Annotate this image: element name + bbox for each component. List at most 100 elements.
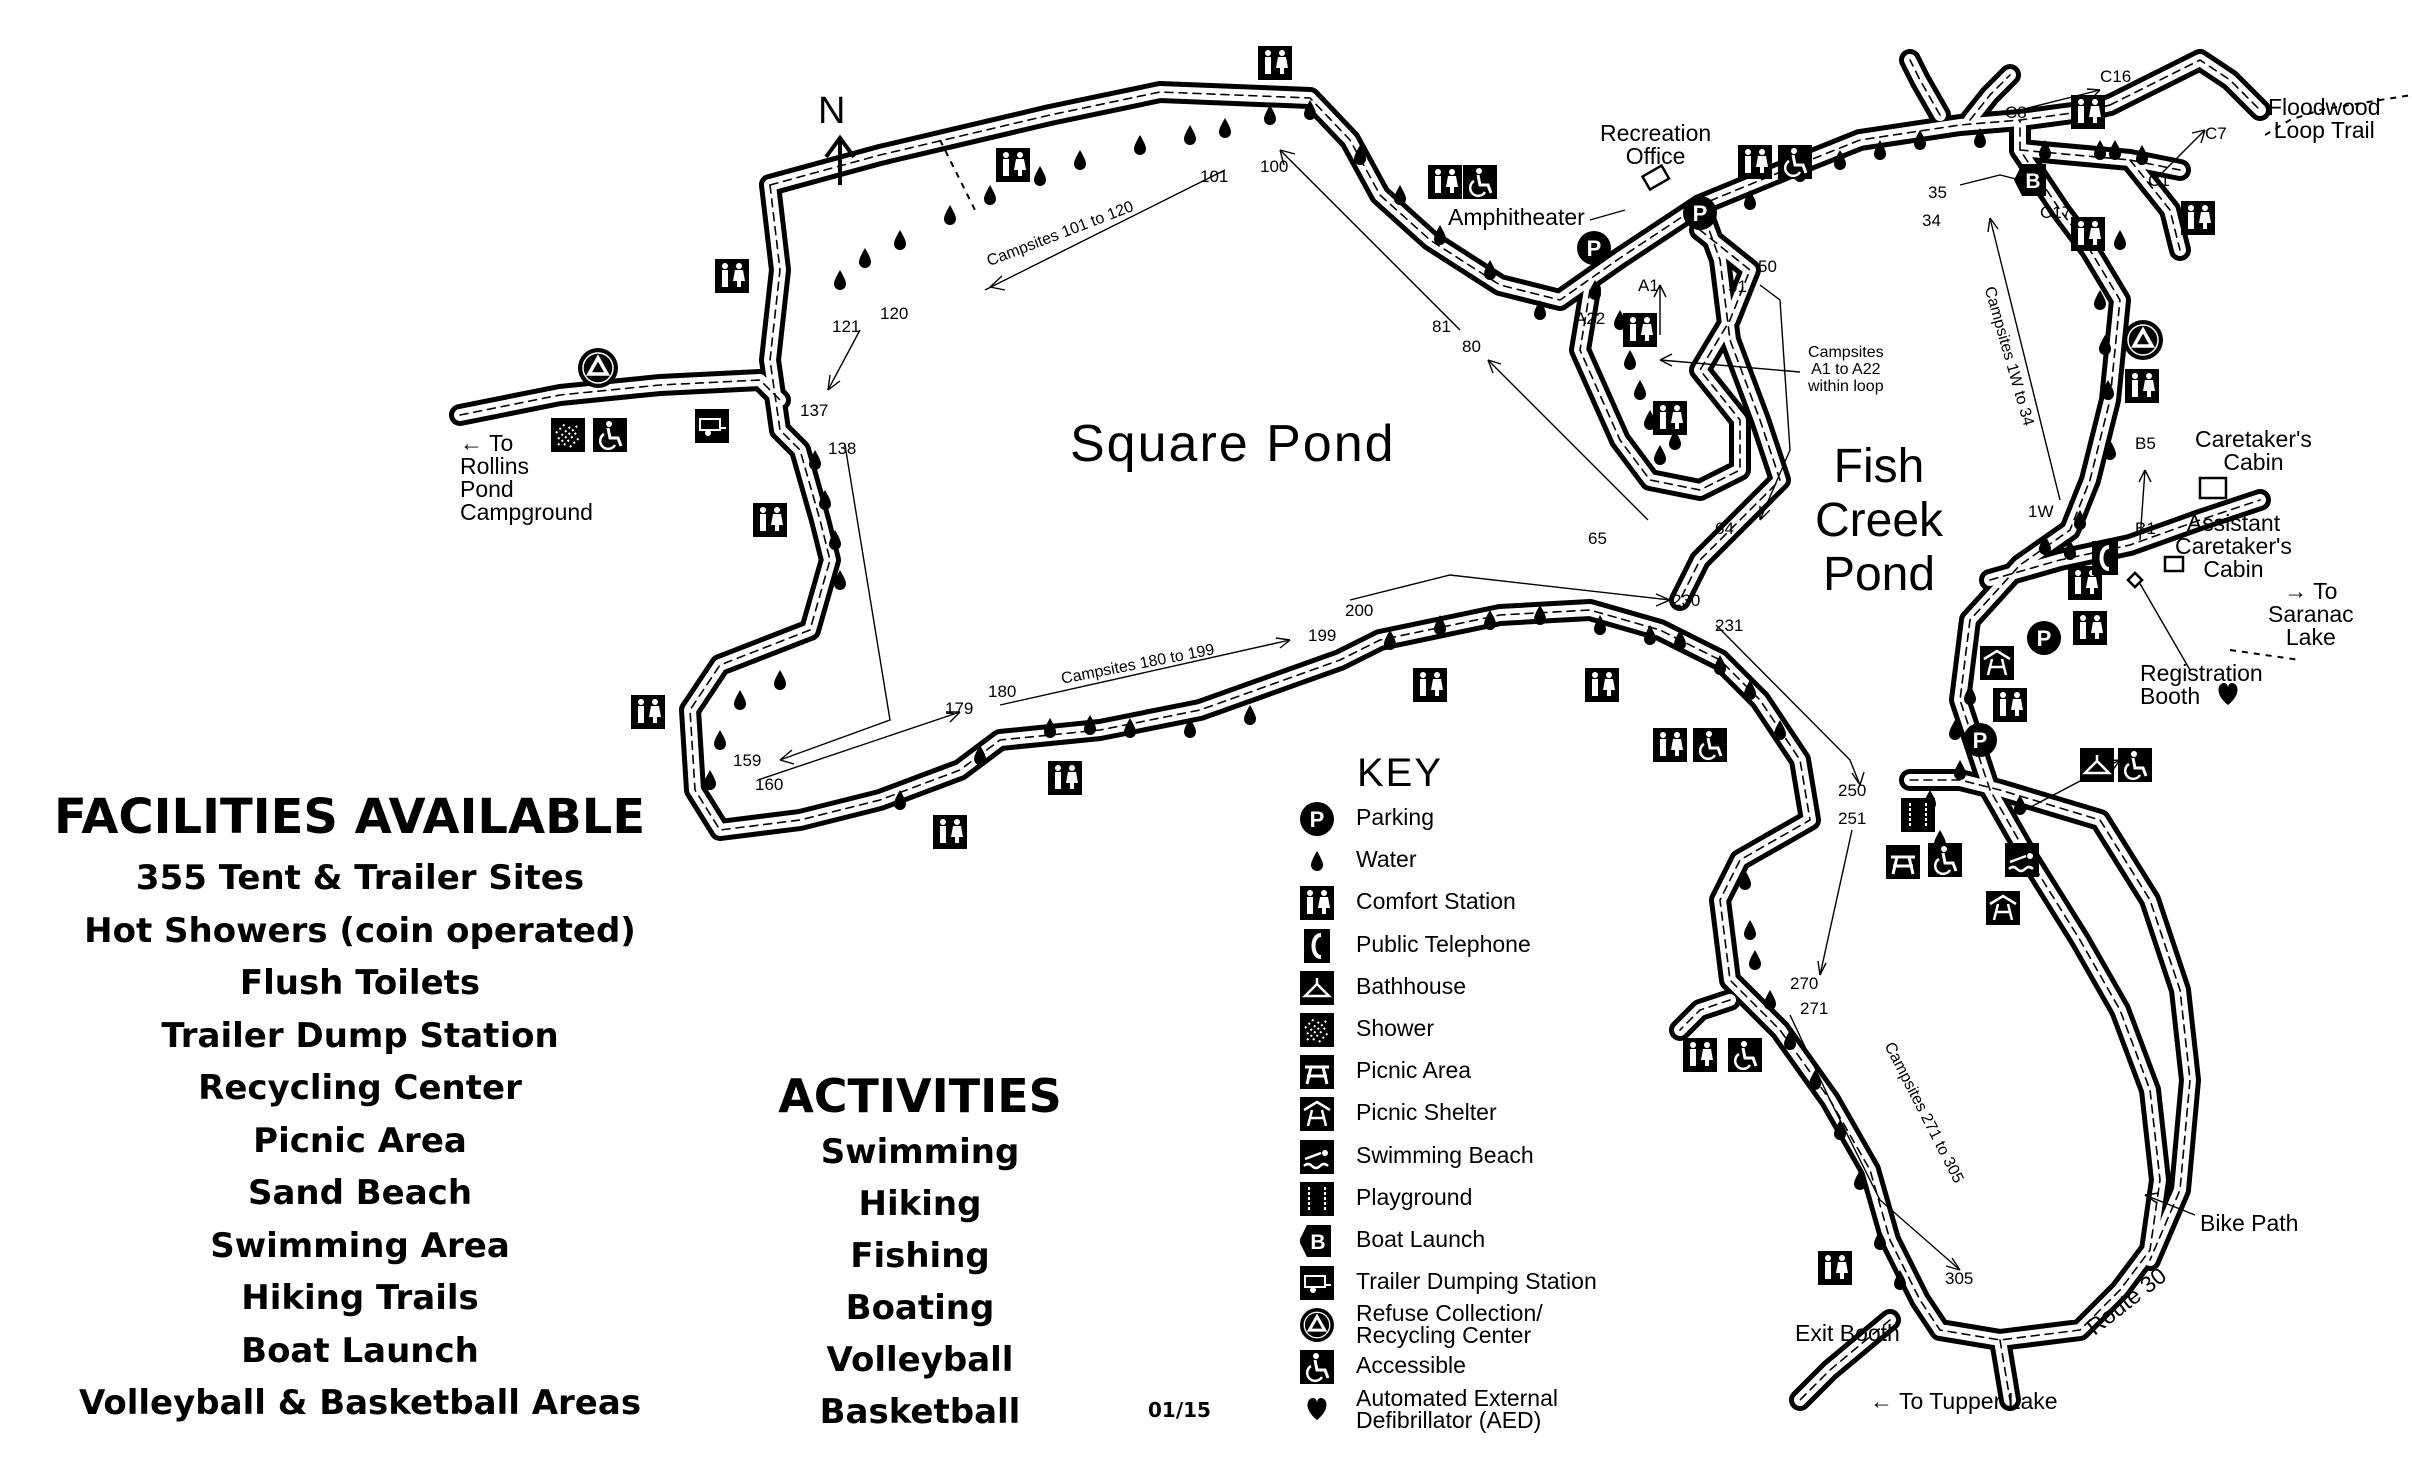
date-code: 01/15 bbox=[1148, 1398, 1211, 1422]
key-item-label: Comfort Station bbox=[1356, 888, 1516, 915]
to-saranac-label: → To Saranac Lake bbox=[2268, 578, 2354, 650]
key-item-label: Picnic Area bbox=[1356, 1057, 1472, 1084]
facility-item: 355 Tent & Trailer Sites bbox=[135, 858, 585, 898]
buildings bbox=[1640, 163, 2228, 589]
site-label: 270 bbox=[1790, 974, 1819, 993]
activities-title: ACTIVITIES bbox=[778, 1069, 1062, 1123]
site-label: B5 bbox=[2135, 434, 2156, 453]
key-item: Refuse Collection/ Recycling Center bbox=[1300, 1300, 1660, 1349]
site-label: 65 bbox=[1588, 529, 1607, 548]
site-label: 80 bbox=[1462, 337, 1481, 356]
square-pond-label: Square Pond bbox=[1070, 415, 1396, 473]
site-label: 231 bbox=[1715, 616, 1744, 635]
key-item: Bathhouse bbox=[1300, 967, 1660, 1009]
site-label: 230 bbox=[1672, 591, 1701, 610]
recreation-office-label: Recreation Office bbox=[1600, 120, 1712, 169]
site-label: C8 bbox=[2005, 103, 2027, 122]
site-label: 35 bbox=[1928, 183, 1947, 202]
key-item-label: Refuse Collection/ Recycling Center bbox=[1356, 1300, 1543, 1349]
site-label: 137 bbox=[800, 401, 829, 420]
site-label: 121 bbox=[832, 317, 861, 336]
picnic-area-icon bbox=[1300, 1055, 1334, 1090]
key-item: Public Telephone bbox=[1300, 925, 1660, 967]
site-label: 179 bbox=[945, 699, 974, 718]
caretaker-label: Caretaker's Cabin bbox=[2195, 426, 2312, 475]
trail-lines bbox=[939, 94, 2412, 661]
north-label: N bbox=[818, 90, 846, 132]
activity-item: Swimming bbox=[820, 1132, 1020, 1172]
facility-item: Sand Beach bbox=[247, 1173, 473, 1213]
site-label: 199 bbox=[1308, 626, 1337, 645]
activity-item: Fishing bbox=[850, 1236, 990, 1276]
public-telephone-icon bbox=[1302, 928, 1332, 963]
fish-creek-pond-label: Fish Creek Pond bbox=[1815, 440, 1944, 601]
key-item: Playground bbox=[1300, 1178, 1660, 1220]
key-item: Picnic Shelter bbox=[1300, 1093, 1660, 1135]
key-item-label: Automated External Defibrillator (AED) bbox=[1356, 1384, 1559, 1433]
site-label: C16 bbox=[2100, 67, 2132, 86]
key-item: Picnic Area bbox=[1300, 1051, 1660, 1093]
recycling-icon bbox=[1300, 1308, 1334, 1343]
site-label: 51 bbox=[1728, 277, 1747, 296]
key-item-label: Trailer Dumping Station bbox=[1356, 1268, 1597, 1295]
amphitheater-label: Amphitheater bbox=[1448, 204, 1585, 230]
activity-item: Basketball bbox=[819, 1392, 1021, 1432]
picnic-shelter-icon bbox=[1300, 1097, 1334, 1132]
site-label: 250 bbox=[1838, 781, 1867, 800]
road-network bbox=[449, 49, 2271, 1411]
water-icon bbox=[1311, 851, 1323, 872]
north-arrow bbox=[824, 134, 856, 185]
trailer-dumping-icon bbox=[1300, 1266, 1334, 1301]
key-title: KEY bbox=[1357, 751, 1444, 795]
facility-item: Trailer Dump Station bbox=[161, 1015, 559, 1056]
activity-item: Hiking bbox=[858, 1184, 982, 1224]
facility-item: Picnic Area bbox=[253, 1120, 467, 1161]
site-label: 160 bbox=[755, 775, 784, 794]
site-label: 100 bbox=[1260, 157, 1289, 176]
exit-booth-label: Exit Booth bbox=[1795, 1320, 1900, 1346]
site-label: 200 bbox=[1345, 601, 1374, 620]
site-label: 1W bbox=[2028, 502, 2054, 521]
key-item: Shower bbox=[1300, 1009, 1660, 1051]
bathhouse-icon bbox=[1300, 970, 1334, 1005]
site-label: C17 bbox=[2040, 203, 2072, 222]
parking-icon bbox=[1300, 802, 1334, 836]
key-item: Comfort Station bbox=[1300, 882, 1660, 924]
facility-item: Flush Toilets bbox=[239, 963, 481, 1003]
range-a1-a22-label: Campsites A1 to A22 within loop bbox=[1808, 344, 1884, 395]
facility-item: Hiking Trails bbox=[241, 1278, 479, 1318]
facility-item: Swimming Area bbox=[210, 1225, 510, 1266]
site-label: 138 bbox=[828, 439, 857, 458]
activity-item: Boating bbox=[845, 1288, 995, 1328]
map-key: Parking Water Comfort Station Public Tel… bbox=[1300, 798, 1660, 1431]
key-item: Automated External Defibrillator (AED) bbox=[1300, 1384, 1660, 1433]
site-label: B1 bbox=[2135, 519, 2156, 538]
facility-item: Volleyball & Basketball Areas bbox=[78, 1383, 642, 1423]
key-item-label: Accessible bbox=[1356, 1352, 1466, 1379]
key-item: Water bbox=[1300, 840, 1660, 882]
facility-item: Recycling Center bbox=[198, 1068, 522, 1108]
site-label: 305 bbox=[1945, 1269, 1974, 1288]
site-label: 34 bbox=[1922, 211, 1941, 230]
assistant-caretaker-label: Assistant Caretaker's Cabin bbox=[2175, 510, 2292, 582]
site-label: 271 bbox=[1800, 999, 1829, 1018]
to-tupper-label: ← To Tupper Lake bbox=[1870, 1388, 2058, 1414]
key-item-label: Public Telephone bbox=[1356, 930, 1531, 957]
site-label: 120 bbox=[880, 304, 909, 323]
campsite-range-arrows bbox=[757, 88, 2206, 1271]
bike-path-label: Bike Path bbox=[2200, 1210, 2299, 1236]
key-item-label: Water bbox=[1356, 846, 1417, 873]
key-item-label: Swimming Beach bbox=[1356, 1141, 1534, 1168]
facility-item: Boat Launch bbox=[241, 1330, 479, 1371]
key-item: Trailer Dumping Station bbox=[1300, 1262, 1660, 1304]
activities-list: Swimming Hiking Fishing Boating Volleyba… bbox=[760, 1126, 1080, 1438]
site-label: 180 bbox=[988, 682, 1017, 701]
site-label: A1 bbox=[1638, 276, 1659, 295]
boat-launch-icon bbox=[1300, 1224, 1331, 1257]
site-label: 50 bbox=[1758, 257, 1777, 276]
site-label: 159 bbox=[733, 751, 762, 770]
playground-icon bbox=[1300, 1181, 1334, 1216]
key-item-label: Playground bbox=[1356, 1183, 1473, 1210]
activity-item: Volleyball bbox=[826, 1340, 1014, 1380]
